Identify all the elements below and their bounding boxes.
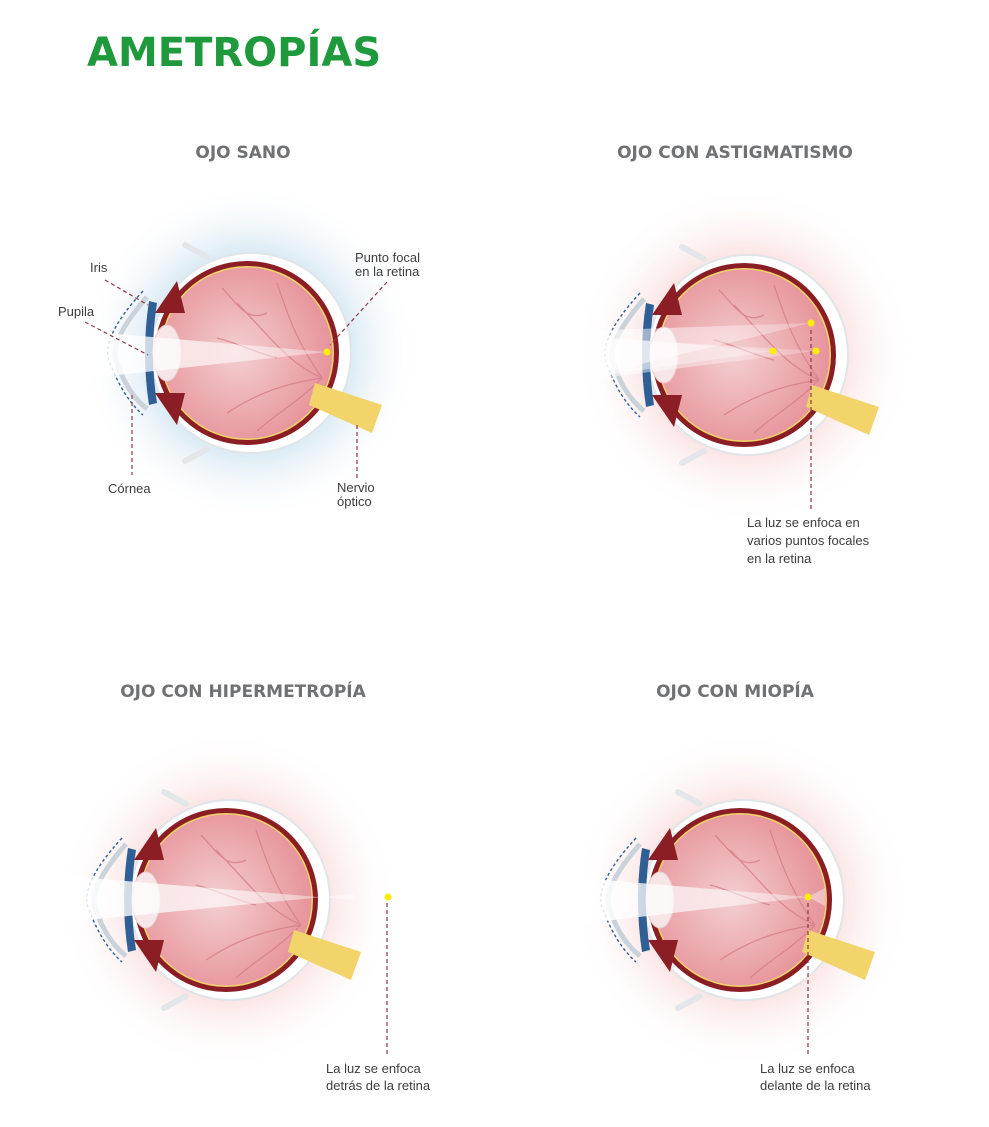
light-beam	[579, 337, 816, 381]
leader-line	[104, 279, 149, 306]
focal-point-icon	[807, 319, 815, 327]
panel-healthy-eye: OJO SANO Iris Pupila Córnea Punto focal …	[58, 143, 420, 523]
note-line: en la retina	[747, 551, 812, 566]
eye-illustration	[579, 247, 879, 463]
focal-point-icon	[384, 893, 392, 901]
page-title: AMETROPÍAS	[87, 28, 381, 76]
leader-line	[84, 321, 149, 356]
note-line: varios puntos focales	[747, 533, 870, 548]
note-line: La luz se enfoca	[326, 1061, 421, 1076]
eye-illustration	[82, 245, 382, 461]
focal-point-icon	[323, 348, 331, 356]
panel-heading: OJO SANO	[195, 143, 290, 163]
note-line: La luz se enfoca en	[747, 515, 860, 530]
panel-heading: OJO CON MIOPÍA	[656, 680, 815, 702]
light-beam	[66, 876, 354, 922]
leader-line	[329, 281, 388, 346]
note-line: detrás de la retina	[326, 1078, 431, 1093]
label-cornea: Córnea	[108, 481, 151, 496]
eye-illustration	[66, 792, 392, 1008]
focal-point-icon	[812, 347, 820, 355]
focal-point-icon	[769, 347, 777, 355]
eye-illustration	[580, 792, 875, 1008]
panel-hyperopia: OJO CON HIPERMETROPÍA La luz se enfoca d…	[58, 680, 431, 1093]
light-beam	[580, 878, 808, 924]
panel-heading: OJO CON HIPERMETROPÍA	[120, 680, 366, 702]
label-nervio: óptico	[337, 494, 372, 509]
note-line: La luz se enfoca	[760, 1061, 855, 1076]
focal-point-icon	[804, 893, 812, 901]
light-beam	[82, 331, 327, 379]
label-nervio: Nervio	[337, 480, 375, 495]
panel-heading: OJO CON ASTIGMATISMO	[617, 143, 853, 163]
label-iris: Iris	[90, 260, 108, 275]
label-punto-focal: Punto focal	[355, 250, 420, 265]
panel-astigmatism: OJO CON ASTIGMATISMO La luz se enfoca en…	[575, 143, 915, 566]
note-line: delante de la retina	[760, 1078, 871, 1093]
panel-myopia: OJO CON MIOPÍA La luz se enfoca delante …	[572, 680, 912, 1093]
label-pupila: Pupila	[58, 304, 95, 319]
light-beam	[808, 888, 825, 906]
label-punto-focal: en la retina	[355, 264, 420, 279]
